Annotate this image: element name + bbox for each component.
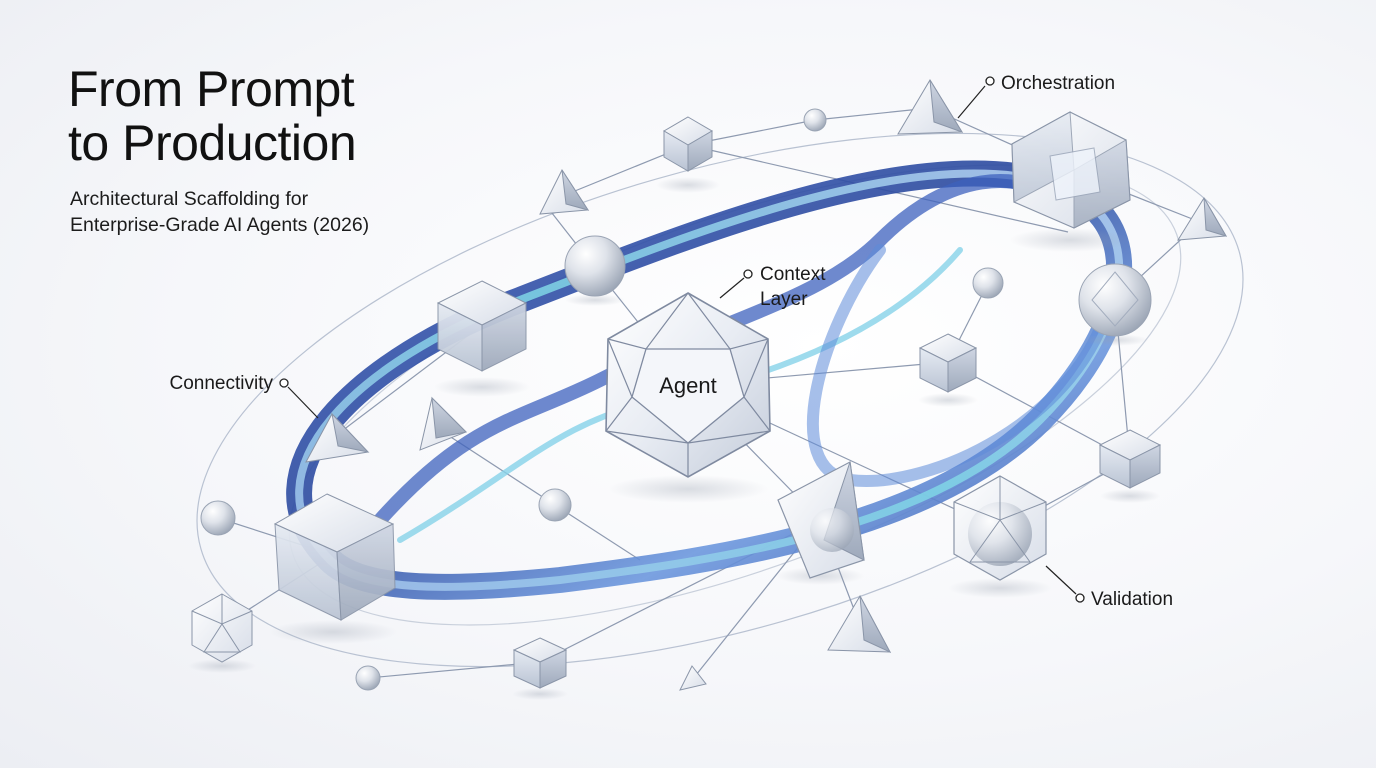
tetrahedron-node [827, 594, 892, 654]
callout-connectivity: Connectivity [170, 373, 319, 419]
sphere-node [803, 108, 827, 132]
connectivity-label: Connectivity [170, 373, 274, 394]
validation-node [948, 475, 1052, 598]
orchestration-label: Orchestration [1001, 73, 1115, 94]
sphere-node [972, 267, 1004, 299]
context-layer-label-line1: Context [760, 264, 826, 285]
sphere-node [200, 500, 236, 536]
page-title: From Prompt to Production [68, 61, 357, 171]
page-title-line2: to Production [68, 115, 357, 171]
agent-node: Agent [605, 292, 771, 503]
tetrahedron-node [679, 665, 707, 691]
tetrahedron-node [897, 79, 964, 135]
tetrahedron-node [419, 396, 468, 451]
callout-validation: Validation [1045, 565, 1173, 610]
cube-node [434, 280, 530, 397]
connectivity-node [305, 412, 370, 463]
sphere-node [538, 488, 572, 522]
page-title-line1: From Prompt [68, 61, 355, 117]
cube-node [1098, 429, 1162, 503]
page-subtitle-line1: Architectural Scaffolding for [70, 188, 309, 210]
cube-node [269, 493, 397, 644]
callout-context-layer: Context Layer [719, 264, 826, 310]
page-subtitle: Architectural Scaffolding for Enterprise… [70, 186, 369, 238]
cube-node [918, 333, 978, 407]
polyhedron-node [188, 593, 256, 673]
callout-orchestration: Orchestration [957, 73, 1115, 119]
page-subtitle-line2: Enterprise-Grade AI Agents (2026) [70, 214, 370, 236]
tetrahedron-node [539, 168, 590, 215]
tetrahedron-node [776, 461, 865, 585]
validation-label: Validation [1091, 589, 1173, 610]
orchestration-node [1010, 111, 1131, 252]
tetrahedron-node [1177, 197, 1228, 241]
sphere-node [564, 235, 626, 306]
cube-node [512, 637, 568, 700]
sphere-node [355, 665, 381, 691]
sphere-node [1078, 263, 1152, 346]
agent-label: Agent [659, 373, 717, 398]
cube-node [656, 116, 720, 193]
context-layer-label-line2: Layer [760, 289, 808, 310]
